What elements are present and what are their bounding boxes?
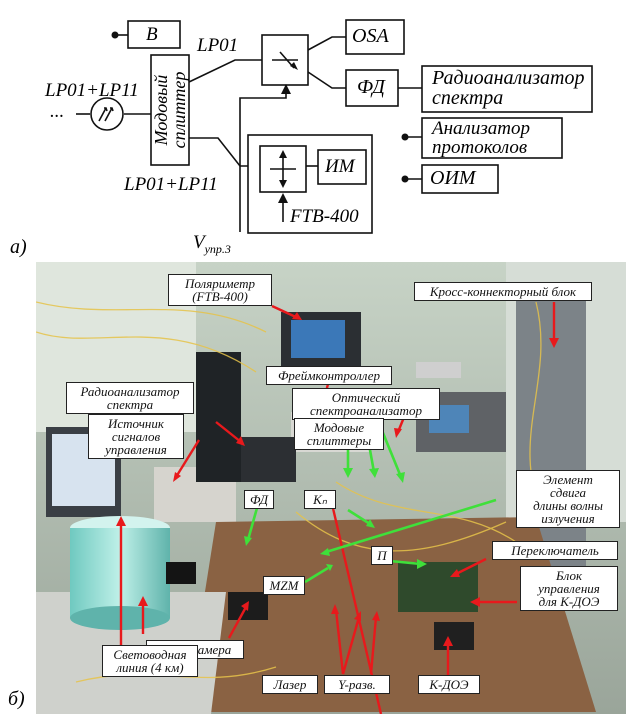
oim-label: ОИМ	[430, 167, 476, 189]
label-mzm: MZM	[263, 576, 305, 595]
input-dots: ...	[50, 101, 65, 122]
label-fiber-line: Световодная линия (4 км)	[102, 645, 198, 677]
part-b-label: б)	[8, 688, 25, 710]
mode-splitter-block	[150, 54, 190, 166]
im-block	[317, 149, 367, 185]
osa-label: OSA	[352, 25, 389, 47]
block-diagram	[76, 19, 593, 234]
label-laser: Лазер	[262, 675, 318, 694]
mode-splitter-label: Модовый сплиттер	[151, 71, 189, 149]
switch-block	[261, 34, 309, 86]
label-cross-connector: Кросс-коннекторный блок	[414, 282, 592, 301]
label-switch: Переключатель	[492, 541, 618, 560]
ftb-label: FTB-400	[290, 206, 359, 227]
label-frame-controller: Фреймконтроллер	[266, 366, 392, 385]
ftb-switch-block	[259, 145, 307, 193]
label-kn: Kₙ	[304, 490, 336, 509]
lab-photo: Поляриметр (FTB-400) Кросс-коннекторный …	[36, 262, 626, 714]
protocol-analyzer-label: Анализатор протоколов	[432, 118, 530, 158]
coupler-arrows-icon	[98, 107, 114, 122]
label-fd: ФД	[244, 490, 274, 509]
label-y-branch: Y-разв.	[324, 675, 390, 694]
label-polarimeter: Поляриметр (FTB-400)	[168, 274, 272, 306]
lp01-lp11-input-label: LP01+LP11	[45, 80, 139, 101]
label-optical-osa: Оптический спектроанализатор	[292, 388, 440, 420]
fiber-coupler-icon	[90, 97, 124, 131]
protocol-analyzer-block	[421, 117, 563, 159]
block-b-label: B	[146, 24, 158, 45]
fd-label: ФД	[357, 76, 385, 98]
label-signal-source: Источник сигналов управления	[88, 414, 184, 459]
label-mode-splitters: Модовые сплиттеры	[294, 418, 384, 450]
label-shift-element: Элемент сдвига длины волны излучения	[516, 470, 620, 528]
label-radio-analyzer: Радиоанализатор спектра	[66, 382, 194, 414]
label-control-block: Блок управления для К-ДОЭ	[520, 566, 618, 611]
control-voltage-label: Vупр.3	[193, 232, 231, 256]
lp01-lp11-bottom-label: LP01+LP11	[124, 174, 218, 195]
radio-analyzer-block	[421, 65, 593, 113]
ftb-block	[247, 134, 373, 234]
label-k-doe: К-ДОЭ	[418, 675, 480, 694]
radio-analyzer-label: Радиоанализатор спектра	[432, 67, 585, 109]
label-p: П	[371, 546, 393, 565]
part-a-label: а)	[10, 236, 27, 258]
lp01-top-label: LP01	[197, 35, 239, 56]
osa-block	[345, 19, 405, 55]
im-label: ИМ	[325, 156, 355, 177]
